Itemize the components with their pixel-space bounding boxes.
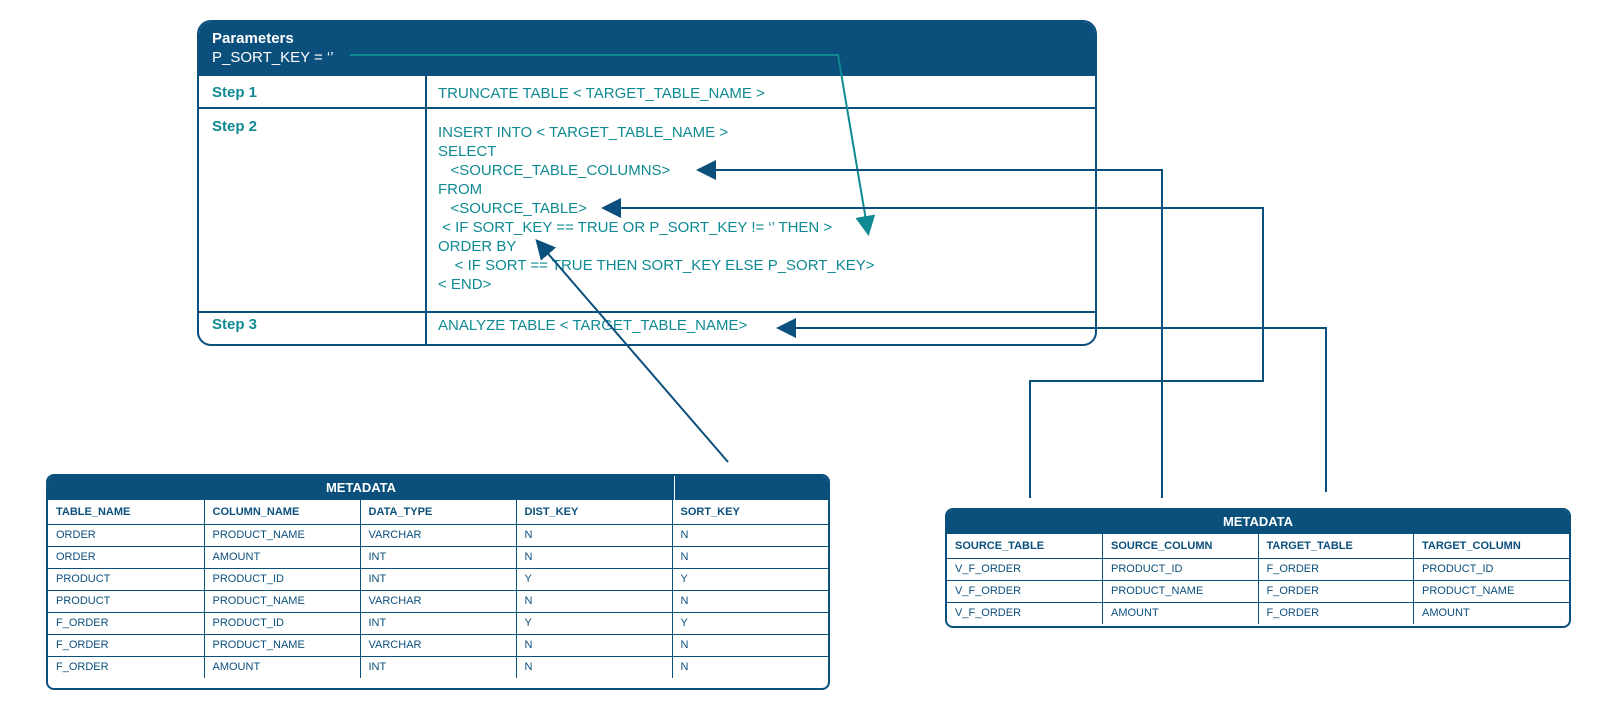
step-3-text: ANALYZE TABLE < TARGET_TABLE_NAME> [438,317,748,334]
table-cell: F_ORDER [48,633,205,657]
table-cell: Y [515,567,673,591]
process-box: Parameters P_SORT_KEY = ‘’ Step 1 TRUNCA… [197,20,1097,346]
table-cell: F_ORDER [48,655,205,678]
table-cell: INT [359,655,517,678]
column-header: COLUMN_NAME [203,500,361,525]
table-cell: AMOUNT [1413,601,1569,624]
table-cell: Y [671,611,828,635]
column-header: TABLE_NAME [48,500,205,525]
table-cell: PRODUCT_NAME [203,589,361,613]
table-cell: PRODUCT_ID [1413,557,1569,581]
table-cell: N [515,633,673,657]
parameters-header: Parameters P_SORT_KEY = ‘’ [199,22,1095,76]
column-header: SOURCE_TABLE [947,534,1103,559]
table-cell: V_F_ORDER [947,601,1103,624]
table-cell: PRODUCT_ID [203,567,361,591]
column-header: TARGET_TABLE [1257,534,1414,559]
table-cell: N [671,655,828,678]
table-cell: Y [515,611,673,635]
column-header: SORT_KEY [671,500,828,525]
table-cell: PRODUCT_NAME [203,523,361,547]
table-cell: INT [359,567,517,591]
table-cell: AMOUNT [203,655,361,678]
table-cell: VARCHAR [359,633,517,657]
table-cell: F_ORDER [1257,557,1414,581]
parameters-title: Parameters [212,30,294,47]
table-cell: AMOUNT [203,545,361,569]
table-cell: F_ORDER [1257,579,1414,603]
table-cell: N [671,633,828,657]
table-cell: V_F_ORDER [947,579,1103,603]
table-cell: PRODUCT [48,567,205,591]
column-divider [425,76,427,344]
table-cell: PRODUCT_NAME [1413,579,1569,603]
table-cell: INT [359,545,517,569]
column-header: DATA_TYPE [359,500,517,525]
table-cell: V_F_ORDER [947,557,1103,581]
table-cell: F_ORDER [48,611,205,635]
column-header: DIST_KEY [515,500,673,525]
table-cell: VARCHAR [359,523,517,547]
step-1-text: TRUNCATE TABLE < TARGET_TABLE_NAME > [438,85,765,102]
table-cell: F_ORDER [1257,601,1414,624]
step-3-label: Step 3 [212,316,258,333]
table-cell: INT [359,611,517,635]
step-1-label: Step 1 [212,84,258,101]
table-cell: AMOUNT [1102,601,1259,624]
table-cell: N [515,545,673,569]
metadata-title: METADATA [48,476,676,500]
metadata-title-extra-cell [675,476,828,500]
metadata-title: METADATA [947,510,1569,534]
table-cell: PRODUCT_ID [1102,557,1259,581]
table-cell: PRODUCT [48,589,205,613]
table-cell: Y [671,567,828,591]
table-cell: PRODUCT_ID [203,611,361,635]
table-cell: N [671,545,828,569]
row-divider [199,107,1095,109]
target-table-arrow [776,318,1327,492]
table-cell: PRODUCT_NAME [1102,579,1259,603]
step-2-text: INSERT INTO < TARGET_TABLE_NAME > SELECT… [438,124,875,293]
table-cell: N [515,589,673,613]
column-header: SOURCE_COLUMN [1102,534,1259,559]
column-header: TARGET_COLUMN [1413,534,1569,559]
table-cell: N [671,589,828,613]
parameter-value: P_SORT_KEY = ‘’ [212,49,334,66]
table-cell: VARCHAR [359,589,517,613]
table-cell: N [515,523,673,547]
table-cell: PRODUCT_NAME [203,633,361,657]
table-cell: ORDER [48,545,205,569]
step-2-label: Step 2 [212,118,258,135]
row-divider [199,311,1095,313]
table-cell: ORDER [48,523,205,547]
table-cell: N [671,523,828,547]
table-cell: N [515,655,673,678]
